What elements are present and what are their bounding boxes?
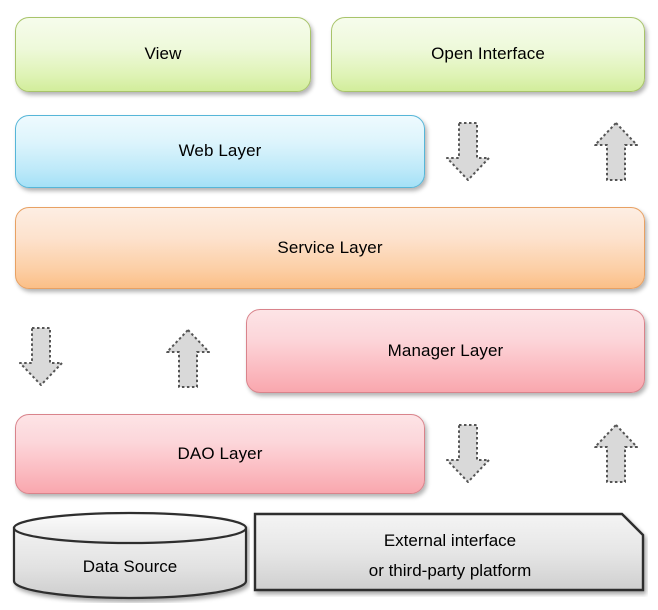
node-open-interface[interactable]: Open Interface <box>331 17 645 92</box>
node-external-interface-label-line1: External interface <box>383 531 517 550</box>
node-dao-layer-label: DAO Layer <box>177 443 263 463</box>
node-external-interface[interactable]: External interface or third-party platfo… <box>252 511 648 597</box>
node-open-interface-label: Open Interface <box>431 44 545 64</box>
arrow-down-icon-dao <box>444 422 492 486</box>
node-manager-layer[interactable]: Manager Layer <box>246 309 645 393</box>
node-view-label: View <box>144 44 182 64</box>
arrow-down-icon-web <box>444 120 492 184</box>
arrow-up-icon-service <box>164 327 212 391</box>
node-data-source[interactable]: Data Source <box>10 511 250 603</box>
arrow-down-icon-service <box>17 325 65 389</box>
node-web-layer-label: Web Layer <box>178 141 262 161</box>
node-web-layer[interactable]: Web Layer <box>15 115 425 188</box>
node-view[interactable]: View <box>15 17 311 92</box>
node-external-interface-label-line2: or third-party platform <box>368 561 532 580</box>
arrow-up-icon-dao <box>592 422 640 486</box>
node-service-layer-label: Service Layer <box>277 237 383 257</box>
node-data-source-label: Data Source <box>82 557 178 576</box>
node-dao-layer[interactable]: DAO Layer <box>15 414 425 494</box>
node-service-layer[interactable]: Service Layer <box>15 207 645 289</box>
node-manager-layer-label: Manager Layer <box>387 340 504 360</box>
arrow-up-icon-web <box>592 120 640 184</box>
